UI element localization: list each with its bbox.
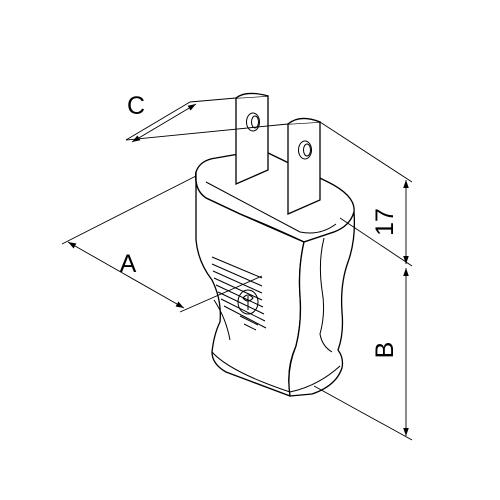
- dimension-c: C: [125, 92, 289, 143]
- dimension-label-c: C: [127, 92, 145, 120]
- dimension-label-a: A: [120, 250, 137, 278]
- dimension-b: B: [313, 268, 413, 441]
- dimension-17: 17: [319, 121, 413, 267]
- dimension-a: A: [61, 175, 263, 313]
- right-blade: [287, 117, 321, 215]
- dimension-label-b: B: [371, 342, 399, 359]
- logo-mark-icon: [237, 289, 259, 315]
- plug-body: [195, 149, 356, 397]
- left-blade: [235, 92, 269, 185]
- dimension-label-17: 17: [371, 208, 399, 236]
